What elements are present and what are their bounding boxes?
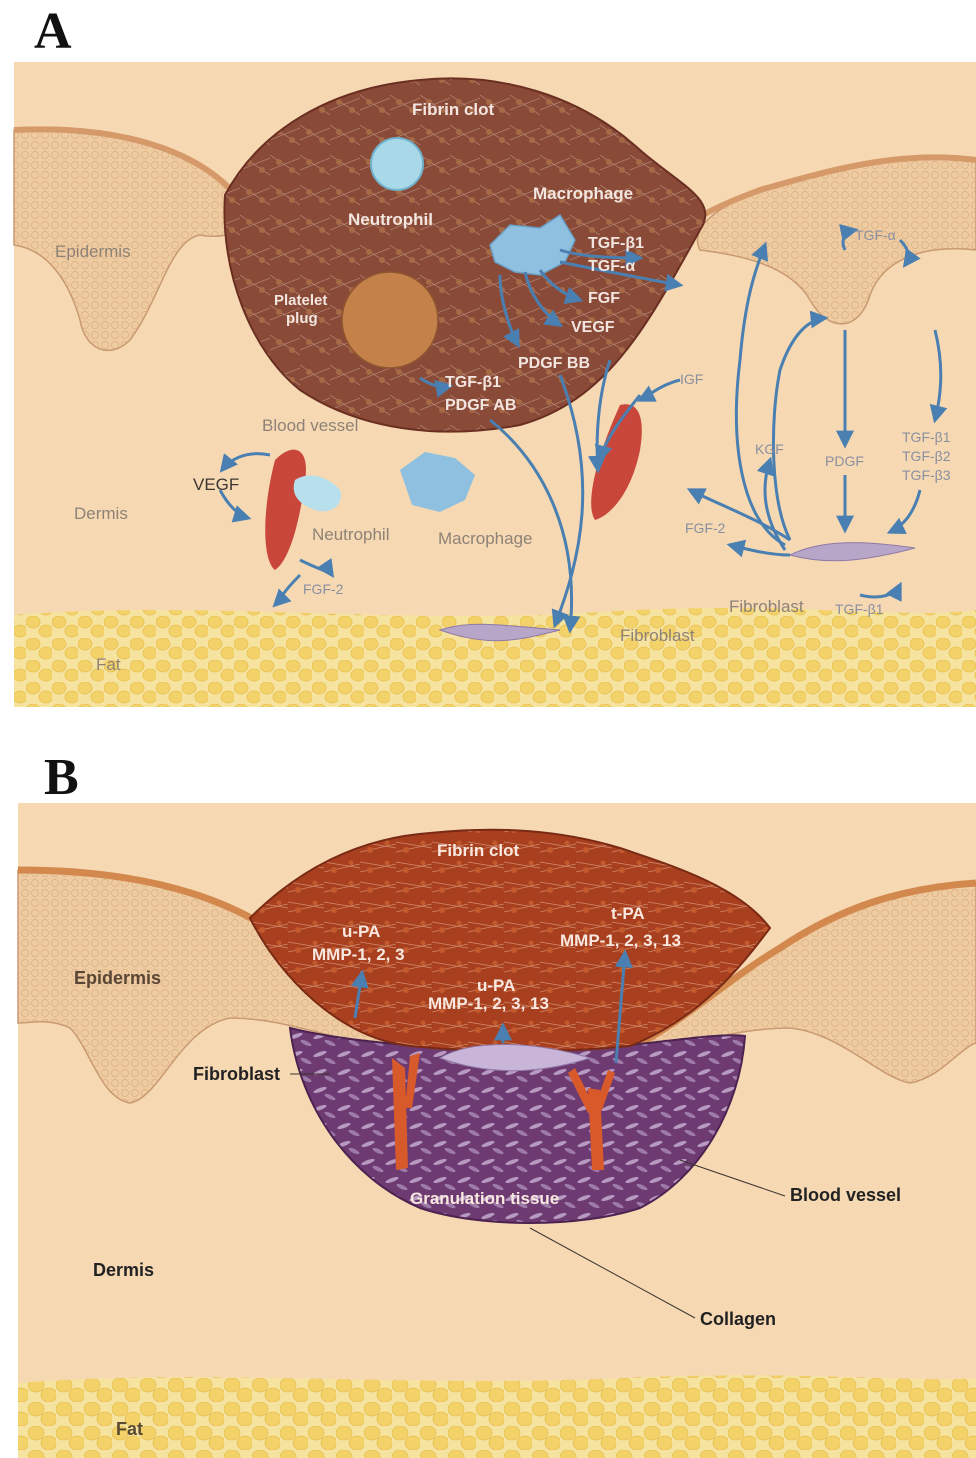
mmp-right-label: MMP-1, 2, 3, 13 (560, 931, 681, 950)
blood-vessel-label: Blood vessel (262, 416, 358, 435)
fibroblast-bottom-label: Fibroblast (620, 626, 695, 645)
pdgf-ab-label: PDGF AB (445, 397, 516, 414)
epidermis-b-label: Epidermis (74, 968, 161, 988)
dermis-label: Dermis (74, 504, 128, 523)
dermis-b-label: Dermis (93, 1260, 154, 1280)
epidermis-label: Epidermis (55, 242, 131, 261)
mmp-center-label: MMP-1, 2, 3, 13 (428, 994, 549, 1013)
tgf-b1-list-label: TGF-β1 (902, 429, 951, 445)
upa-center-label: u-PA (477, 976, 515, 995)
macrophage-clot-label: Macrophage (533, 184, 633, 203)
neutrophil-cell (371, 138, 423, 190)
tgf-b3-list-label: TGF-β3 (902, 467, 951, 483)
upa-left-label: u-PA (342, 922, 380, 941)
fibroblast-right-label: Fibroblast (729, 597, 804, 616)
neutrophil-clot-label: Neutrophil (348, 210, 433, 229)
pdgf-right-label: PDGF (825, 453, 864, 469)
fibrin-clot-b-label: Fibrin clot (437, 841, 520, 860)
fibrin-clot-label: Fibrin clot (412, 100, 495, 119)
vegf-macro-label: VEGF (571, 319, 615, 336)
tgf-b2-list-label: TGF-β2 (902, 448, 951, 464)
kgf-label: KGF (755, 441, 784, 457)
fgf2-left-label: FGF-2 (303, 581, 344, 597)
panel-a-diagram: Fibrin clot Neutrophil Macrophage Platel… (0, 0, 976, 720)
macrophage-dermis-label: Macrophage (438, 529, 533, 548)
panel-b-diagram: Fibrin clot u-PA MMP-1, 2, 3 t-PA MMP-1,… (0, 778, 976, 1458)
blood-vessel-b-label: Blood vessel (790, 1185, 901, 1205)
fat-layer-b (18, 1375, 976, 1458)
fat-layer (14, 608, 976, 707)
tgf-a-macro-label: TGF-α (588, 258, 635, 275)
fat-label: Fat (96, 655, 121, 674)
fgf-label: FGF (588, 290, 620, 307)
vegf-left-label: VEGF (193, 475, 239, 494)
tgf-a-right-label: TGF-α (855, 227, 896, 243)
neutrophil-dermis-label: Neutrophil (312, 525, 390, 544)
platelet-plug-label-2: plug (286, 310, 318, 327)
platelet-plug-label-1: Platelet (274, 292, 327, 309)
fibroblast-b-label: Fibroblast (193, 1064, 280, 1084)
granulation-tissue-label: Granulation tissue (410, 1189, 559, 1208)
platelet-plug (342, 272, 438, 368)
fat-b-label: Fat (116, 1419, 143, 1439)
fgf2-right-label: FGF-2 (685, 520, 726, 536)
tgf-b1-macro-label: TGF-β1 (588, 235, 644, 252)
tgf-b1-plug-label: TGF-β1 (445, 374, 501, 391)
pdgf-bb-label: PDGF BB (518, 355, 590, 372)
tpa-label: t-PA (611, 904, 645, 923)
collagen-label: Collagen (700, 1309, 776, 1329)
tgf-b1-bottom-label: TGF-β1 (835, 601, 884, 617)
mmp-left-label: MMP-1, 2, 3 (312, 945, 405, 964)
igf-label: IGF (680, 371, 703, 387)
